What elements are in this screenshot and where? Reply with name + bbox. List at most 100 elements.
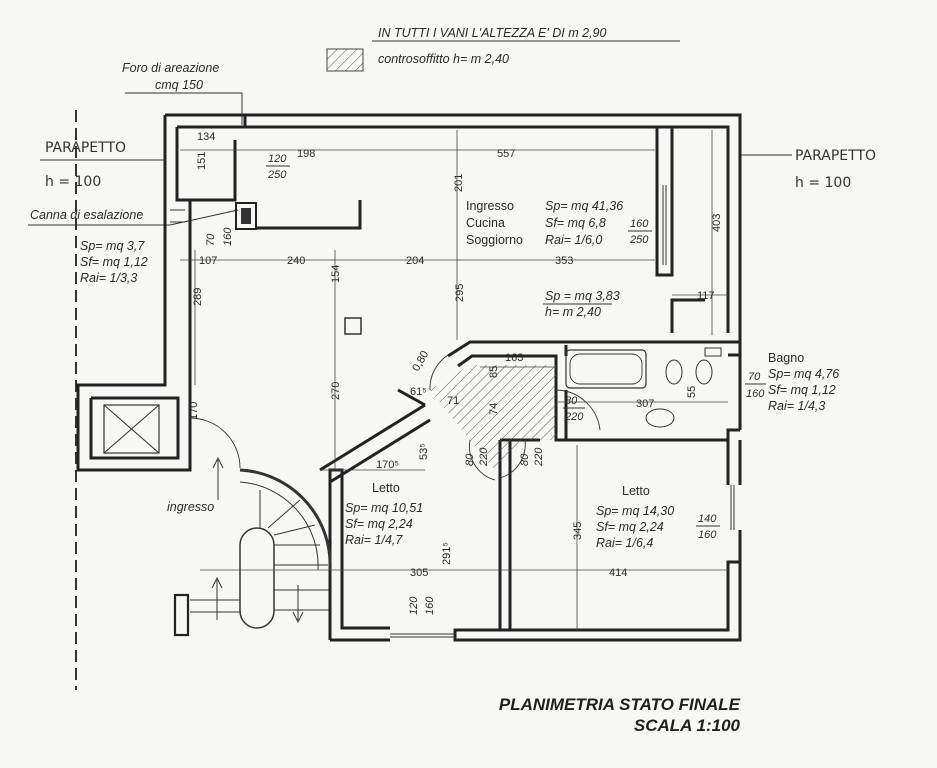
- svg-text:140: 140: [698, 513, 717, 525]
- bidet: [695, 359, 713, 385]
- svg-text:Sf= mq 2,24: Sf= mq 2,24: [596, 520, 664, 534]
- spiral-staircase: [190, 456, 332, 629]
- svg-text:117: 117: [697, 290, 715, 302]
- room-letto-2: Letto Sp= mq 14,30 Sf= mq 2,24 Rai= 1/6,…: [596, 484, 720, 550]
- parapetto-right-label: PARAPETTO: [795, 148, 876, 164]
- svg-text:403: 403: [711, 214, 723, 232]
- windows: [170, 185, 735, 638]
- svg-text:160: 160: [630, 218, 649, 230]
- svg-text:289: 289: [192, 288, 204, 306]
- svg-text:Rai= 1/6,4: Rai= 1/6,4: [596, 536, 653, 550]
- svg-text:Sp = mq 3,83: Sp = mq 3,83: [545, 289, 620, 303]
- svg-text:Bagno: Bagno: [768, 351, 804, 365]
- svg-text:154: 154: [330, 265, 342, 283]
- svg-text:204: 204: [406, 255, 424, 267]
- svg-text:220: 220: [564, 411, 584, 423]
- svg-text:170: 170: [188, 402, 200, 420]
- svg-text:307: 307: [636, 398, 654, 410]
- svg-text:74: 74: [488, 403, 500, 415]
- washbasin: [645, 408, 675, 428]
- svg-text:Rai= 1/4,3: Rai= 1/4,3: [768, 399, 825, 413]
- flue: [235, 202, 257, 230]
- column: [344, 317, 362, 335]
- plan-title: PLANIMETRIA STATO FINALE: [499, 695, 741, 714]
- parapetto-right-height: h = 100: [795, 175, 851, 191]
- svg-text:70: 70: [748, 371, 761, 383]
- svg-text:414: 414: [609, 567, 627, 579]
- svg-text:107: 107: [199, 255, 217, 267]
- svg-text:Rai= 1/4,7: Rai= 1/4,7: [345, 533, 403, 547]
- walls: [76, 113, 742, 642]
- svg-text:Sp= mq 41,36: Sp= mq 41,36: [545, 199, 623, 213]
- svg-text:295: 295: [454, 284, 466, 302]
- svg-text:250: 250: [629, 234, 649, 246]
- svg-text:Sp= mq 10,51: Sp= mq 10,51: [345, 501, 423, 515]
- svg-text:Sf= mq 1,12: Sf= mq 1,12: [768, 383, 836, 397]
- foro-size: cmq 150: [155, 78, 203, 92]
- bathtub: [565, 349, 647, 389]
- svg-text:Sf= mq 2,24: Sf= mq 2,24: [345, 517, 413, 531]
- svg-text:120: 120: [268, 153, 287, 165]
- svg-text:250: 250: [267, 169, 287, 181]
- svg-text:Sp= mq 14,30: Sp= mq 14,30: [596, 504, 674, 518]
- svg-text:160: 160: [222, 227, 234, 246]
- room-letto-1: Letto Sp= mq 10,51 Sf= mq 2,24 Rai= 1/4,…: [345, 481, 423, 547]
- ingresso-label: ingresso: [167, 500, 214, 514]
- svg-text:Ingresso: Ingresso: [466, 199, 514, 213]
- svg-text:220: 220: [478, 447, 490, 467]
- svg-text:220: 220: [533, 447, 545, 467]
- svg-text:Sp= mq 3,7: Sp= mq 3,7: [80, 239, 145, 253]
- svg-text:71: 71: [447, 395, 459, 407]
- svg-text:291⁵: 291⁵: [441, 542, 453, 565]
- plan-scale: SCALA 1:100: [634, 716, 741, 735]
- svg-text:305: 305: [410, 567, 428, 579]
- svg-text:557: 557: [497, 148, 515, 160]
- svg-text:Rai= 1/3,3: Rai= 1/3,3: [80, 271, 137, 285]
- parapetto-left-height: h = 100: [45, 174, 101, 190]
- svg-text:Letto: Letto: [622, 484, 650, 498]
- svg-text:120: 120: [408, 596, 420, 615]
- svg-text:70: 70: [205, 233, 217, 246]
- svg-text:160: 160: [698, 529, 717, 541]
- svg-text:170⁵: 170⁵: [376, 459, 399, 471]
- svg-text:353: 353: [555, 255, 573, 267]
- svg-text:198: 198: [297, 148, 315, 160]
- svg-text:80: 80: [565, 395, 578, 407]
- svg-text:85: 85: [488, 366, 500, 378]
- lowered-ceiling-area: [430, 365, 556, 470]
- parapetto-left-label: PARAPETTO: [45, 140, 126, 156]
- svg-text:160: 160: [746, 388, 765, 400]
- svg-text:55: 55: [686, 386, 698, 398]
- ceiling-legend-swatch: [326, 48, 364, 72]
- svg-text:270: 270: [330, 382, 342, 400]
- toilet: [665, 359, 683, 385]
- svg-text:0,80: 0,80: [410, 349, 431, 374]
- svg-text:345: 345: [572, 522, 584, 540]
- svg-text:Letto: Letto: [372, 481, 400, 495]
- room-small: Sp= mq 3,7 Sf= mq 1,12 Rai= 1/3,3: [80, 239, 148, 285]
- dimension-labels: 134 151 120 250 198 557 201 403 70 160 1…: [188, 131, 723, 615]
- svg-text:Sf= mq 6,8: Sf= mq 6,8: [545, 216, 606, 230]
- svg-text:80: 80: [464, 453, 476, 466]
- balcony-post: [173, 593, 190, 637]
- note-height: IN TUTTI I VANI L'ALTEZZA E' DI m 2,90: [378, 26, 606, 40]
- svg-text:Sp= mq 4,76: Sp= mq 4,76: [768, 367, 839, 381]
- svg-text:Soggiorno: Soggiorno: [466, 233, 523, 247]
- svg-text:240: 240: [287, 255, 305, 267]
- room-main: Ingresso Cucina Soggiorno Sp= mq 41,36 S…: [466, 199, 652, 247]
- svg-text:53⁵: 53⁵: [418, 443, 430, 460]
- svg-text:Rai= 1/6,0: Rai= 1/6,0: [545, 233, 602, 247]
- dimension-lines: [180, 130, 728, 630]
- bathroom-fixtures: [565, 347, 722, 428]
- svg-text:Sf= mq 1,12: Sf= mq 1,12: [80, 255, 148, 269]
- svg-text:160: 160: [424, 596, 436, 615]
- note-ceiling: controsoffitto h= m 2,40: [378, 52, 509, 66]
- lift-shaft: [103, 404, 160, 454]
- svg-text:134: 134: [197, 131, 215, 143]
- room-hall: Sp = mq 3,83 h= m 2,40: [543, 289, 620, 319]
- canna-label: Canna di esalazione: [30, 208, 143, 222]
- room-bagno: Bagno Sp= mq 4,76 Sf= mq 1,12 Rai= 1/4,3…: [745, 351, 839, 413]
- svg-text:151: 151: [196, 152, 208, 170]
- svg-text:201: 201: [453, 174, 465, 192]
